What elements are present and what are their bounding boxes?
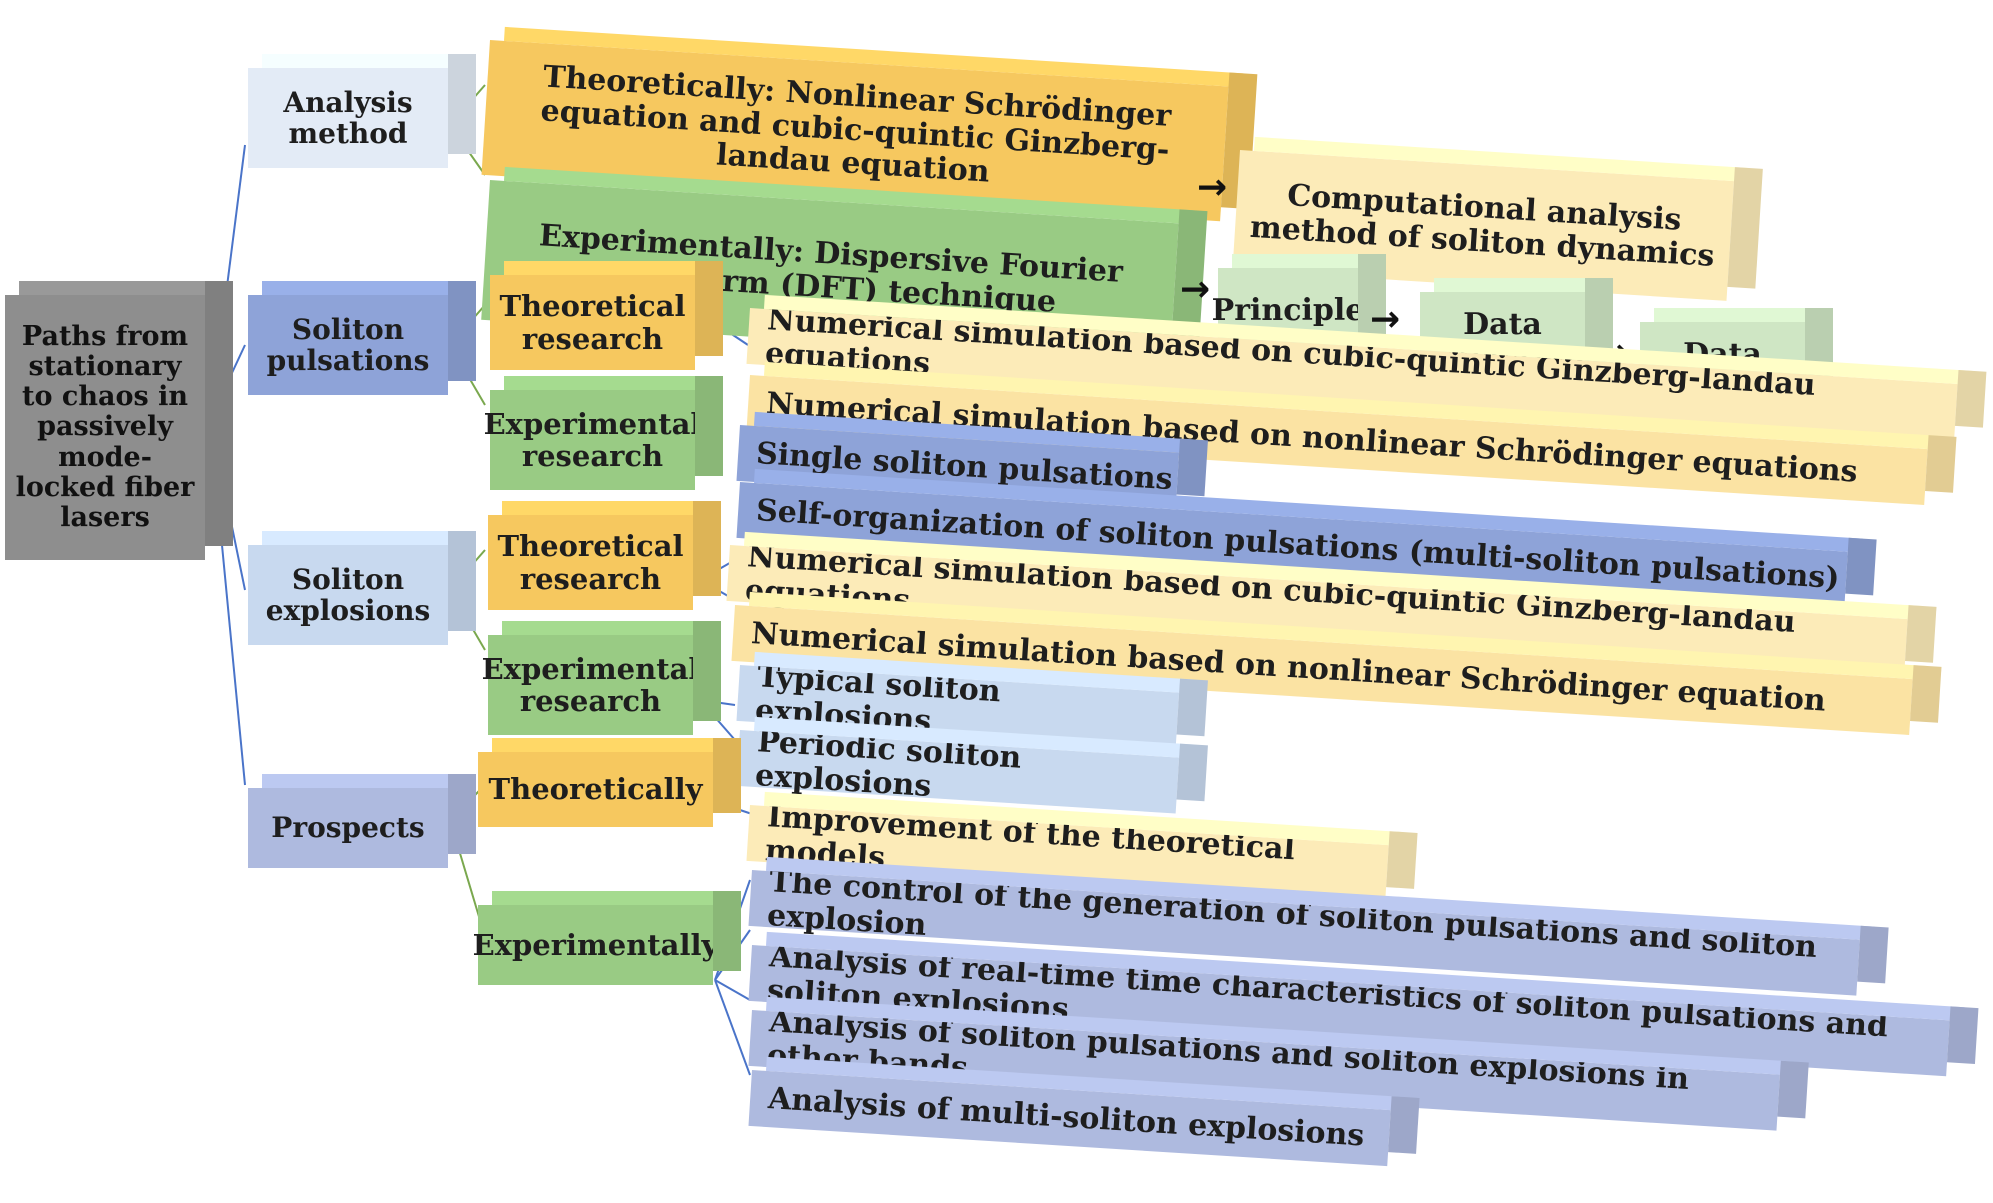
prospects-theoretical-box: Theoretically <box>478 752 713 827</box>
explosions-experimental-label: Experimental research <box>481 651 700 718</box>
prospects-experimental-box: Experimentally <box>473 905 718 985</box>
category-label: Soliton explosions <box>265 562 431 627</box>
prospects-experimental-label: Experimentally <box>472 927 719 962</box>
category-label: Prospects <box>271 811 425 845</box>
arrow-right-icon: → <box>1370 299 1401 340</box>
category-label: Soliton pulsations <box>266 312 430 377</box>
category-prospects: Prospects <box>248 788 448 868</box>
prospects-theoretical-label: Theoretically <box>488 772 703 807</box>
category-soliton-explosions: Soliton explosions <box>248 545 448 645</box>
step-label: Principle <box>1211 292 1365 328</box>
arrow-right-icon: → <box>1180 269 1211 310</box>
pulsations-experimental-box: Experimental research <box>484 390 701 490</box>
pulsations-theoretical-box: Theoretical research <box>490 275 695 370</box>
pulsations-experimental-label: Experimental research <box>483 406 702 473</box>
category-analysis-method: Analysis method <box>248 68 448 168</box>
explosions-theoretical-box: Theoretical research <box>488 515 693 610</box>
category-label: Analysis method <box>283 85 413 150</box>
category-soliton-pulsations: Soliton pulsations <box>248 295 448 395</box>
root-node: Paths from stationary to chaos in passiv… <box>5 295 205 560</box>
arrow-right-icon: → <box>1197 167 1228 208</box>
pulsations-theoretical-label: Theoretical research <box>499 289 686 356</box>
root-label: Paths from stationary to chaos in passiv… <box>15 320 195 534</box>
explosions-experimental-box: Experimental research <box>482 635 699 735</box>
explosions-theoretical-label: Theoretical research <box>497 529 684 596</box>
